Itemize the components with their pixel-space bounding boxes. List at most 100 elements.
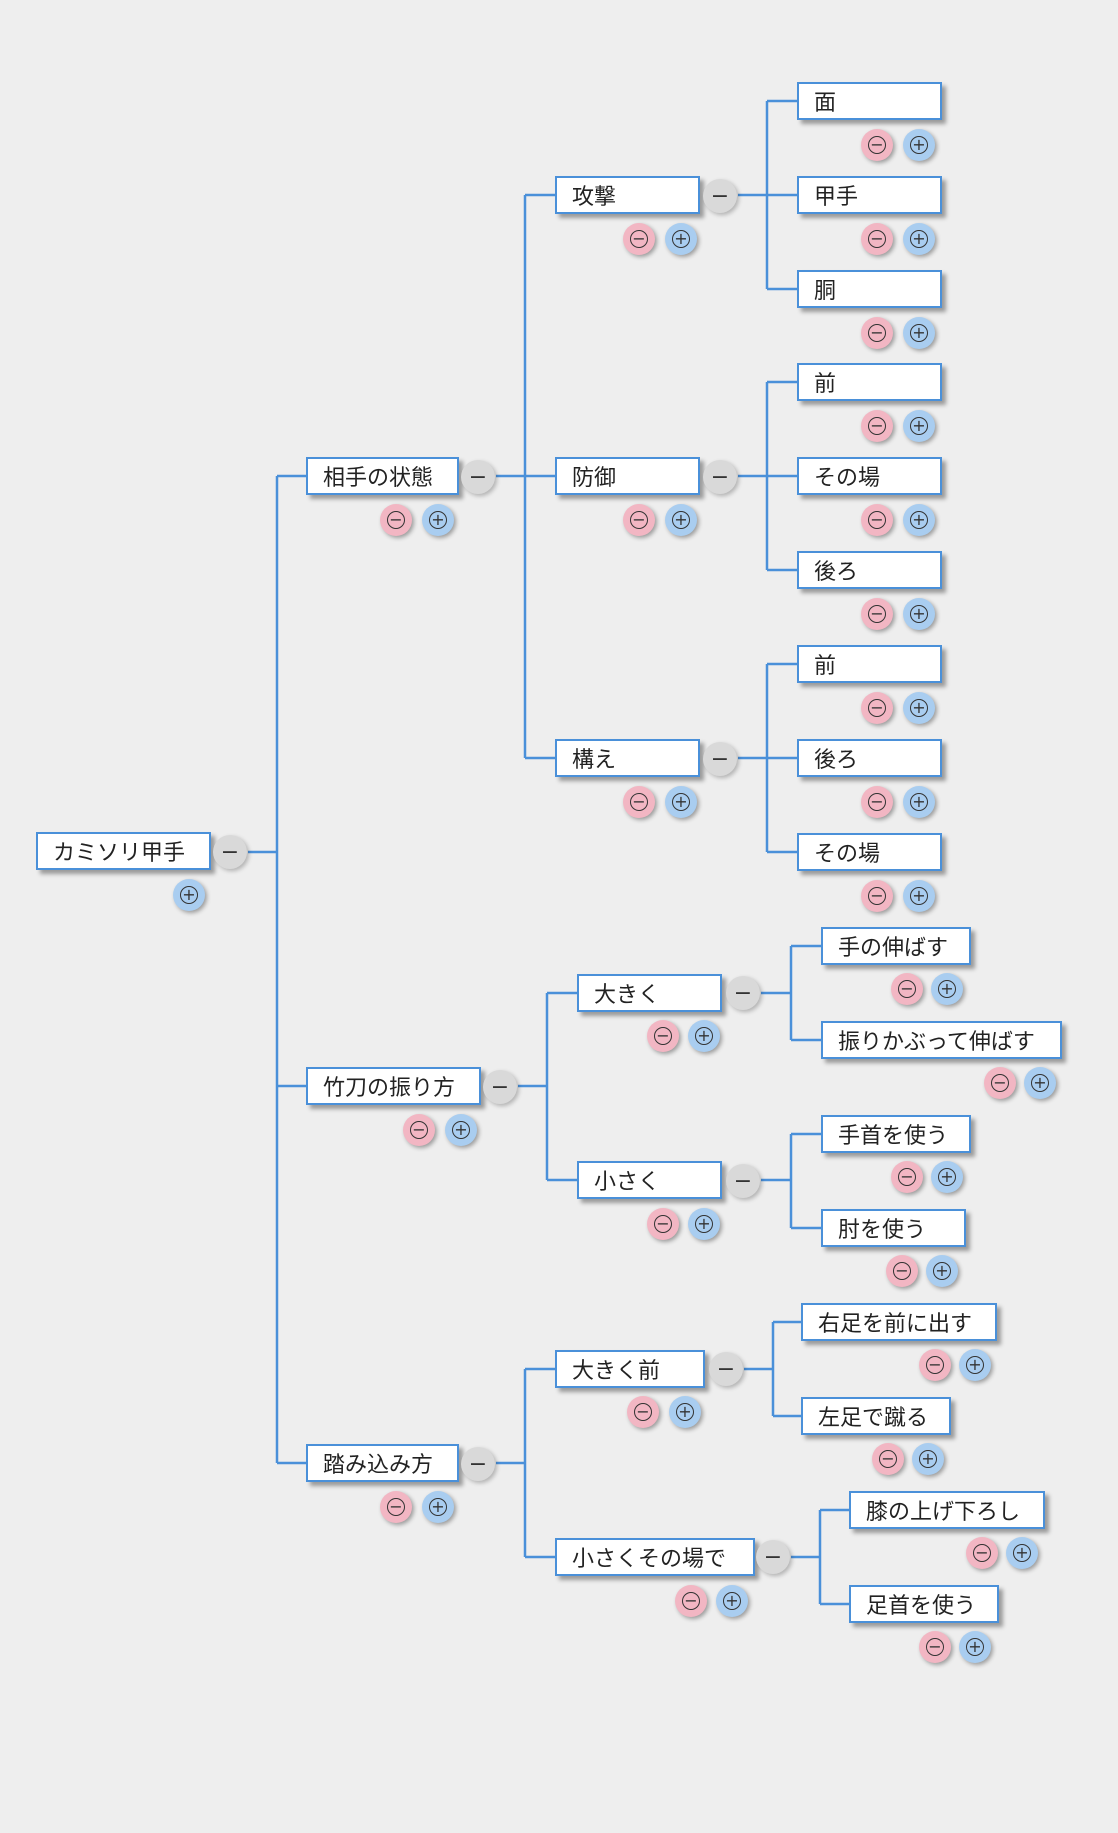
remove-button[interactable]: − bbox=[919, 1631, 951, 1663]
remove-button[interactable]: − bbox=[872, 1443, 904, 1475]
add-child-button[interactable]: + bbox=[688, 1020, 720, 1052]
remove-button[interactable]: − bbox=[861, 410, 893, 442]
remove-button[interactable]: − bbox=[623, 504, 655, 536]
remove-button[interactable]: − bbox=[919, 1349, 951, 1381]
node-ashikubi-wo-tsukau[interactable]: 足首を使う bbox=[849, 1585, 999, 1623]
add-child-button[interactable]: + bbox=[688, 1208, 720, 1240]
add-child-button[interactable]: + bbox=[716, 1585, 748, 1617]
collapse-button[interactable]: − bbox=[703, 179, 737, 213]
node-kamae-sonoba[interactable]: その場 bbox=[797, 833, 942, 871]
add-child-button[interactable]: + bbox=[903, 129, 935, 161]
add-child-button[interactable]: + bbox=[665, 504, 697, 536]
collapse-button[interactable]: − bbox=[703, 460, 737, 494]
remove-button[interactable]: − bbox=[861, 223, 893, 255]
add-child-button[interactable]: + bbox=[903, 880, 935, 912]
node-fumikomi-kata[interactable]: 踏み込み方 bbox=[306, 1444, 459, 1482]
add-child-button[interactable]: + bbox=[903, 598, 935, 630]
node-furikabutte-nobasu[interactable]: 振りかぶって伸ばす bbox=[821, 1021, 1062, 1059]
add-child-button[interactable]: + bbox=[669, 1396, 701, 1428]
add-child-button[interactable]: + bbox=[665, 223, 697, 255]
remove-button[interactable]: − bbox=[647, 1208, 679, 1240]
node-ookiku-mae[interactable]: 大きく前 bbox=[555, 1350, 705, 1388]
node-hiji-wo-tsukau[interactable]: 肘を使う bbox=[821, 1209, 966, 1247]
add-child-button[interactable]: + bbox=[903, 504, 935, 536]
collapse-button[interactable]: − bbox=[461, 460, 495, 494]
add-child-button[interactable]: + bbox=[959, 1349, 991, 1381]
node-dou[interactable]: 胴 bbox=[797, 270, 942, 308]
remove-button[interactable]: − bbox=[623, 223, 655, 255]
remove-button[interactable]: − bbox=[984, 1067, 1016, 1099]
node-bougyo-ushiro[interactable]: 後ろ bbox=[797, 551, 942, 589]
node-root[interactable]: カミソリ甲手 bbox=[36, 832, 211, 870]
collapse-button[interactable]: − bbox=[726, 1164, 760, 1198]
remove-button[interactable]: − bbox=[886, 1255, 918, 1287]
add-child-button[interactable]: + bbox=[1024, 1067, 1056, 1099]
node-ookiku[interactable]: 大きく bbox=[577, 974, 722, 1012]
remove-button[interactable]: − bbox=[861, 598, 893, 630]
circle-plus-icon: + bbox=[676, 1403, 694, 1421]
remove-button[interactable]: − bbox=[623, 786, 655, 818]
add-child-button[interactable]: + bbox=[445, 1114, 477, 1146]
add-child-button[interactable]: + bbox=[903, 692, 935, 724]
node-chiisaku-sonoba-de[interactable]: 小さくその場で bbox=[555, 1538, 755, 1576]
remove-button[interactable]: − bbox=[380, 504, 412, 536]
remove-button[interactable]: − bbox=[861, 504, 893, 536]
remove-button[interactable]: − bbox=[966, 1537, 998, 1569]
collapse-button[interactable]: − bbox=[703, 742, 737, 776]
remove-button[interactable]: − bbox=[861, 880, 893, 912]
node-bougyo[interactable]: 防御 bbox=[555, 457, 700, 495]
add-child-button[interactable]: + bbox=[903, 317, 935, 349]
node-bougyo-sonoba[interactable]: その場 bbox=[797, 457, 942, 495]
node-migiashi-wo-mae-ni-dasu[interactable]: 右足を前に出す bbox=[801, 1303, 997, 1341]
node-te-no-nobasu[interactable]: 手の伸ばす bbox=[821, 927, 971, 965]
remove-button[interactable]: − bbox=[891, 1161, 923, 1193]
add-child-button[interactable]: + bbox=[665, 786, 697, 818]
circle-minus-icon: − bbox=[868, 324, 886, 342]
add-child-button[interactable]: + bbox=[1006, 1537, 1038, 1569]
node-men[interactable]: 面 bbox=[797, 82, 942, 120]
node-aite-no-joutai[interactable]: 相手の状態 bbox=[306, 457, 459, 495]
node-kamae-mae[interactable]: 前 bbox=[797, 645, 942, 683]
node-chiisaku[interactable]: 小さく bbox=[577, 1161, 722, 1199]
remove-button[interactable]: − bbox=[403, 1114, 435, 1146]
collapse-button[interactable]: − bbox=[461, 1447, 495, 1481]
collapse-button[interactable]: − bbox=[213, 835, 247, 869]
remove-button[interactable]: − bbox=[675, 1585, 707, 1617]
add-child-button[interactable]: + bbox=[959, 1631, 991, 1663]
collapse-button[interactable]: − bbox=[726, 976, 760, 1010]
remove-button[interactable]: − bbox=[380, 1491, 412, 1523]
add-child-button[interactable]: + bbox=[173, 879, 205, 911]
remove-button[interactable]: − bbox=[861, 692, 893, 724]
remove-button[interactable]: − bbox=[891, 973, 923, 1005]
collapse-button[interactable]: − bbox=[483, 1070, 517, 1104]
add-child-button[interactable]: + bbox=[903, 223, 935, 255]
add-child-button[interactable]: + bbox=[926, 1255, 958, 1287]
add-child-button[interactable]: + bbox=[903, 786, 935, 818]
remove-button[interactable]: − bbox=[647, 1020, 679, 1052]
circle-plus-icon: + bbox=[966, 1638, 984, 1656]
remove-button[interactable]: − bbox=[861, 129, 893, 161]
add-child-button[interactable]: + bbox=[422, 504, 454, 536]
add-child-button[interactable]: + bbox=[903, 410, 935, 442]
minus-icon: − bbox=[763, 1544, 783, 1570]
node-hidariashi-de-keru[interactable]: 左足で蹴る bbox=[801, 1397, 951, 1435]
node-kote[interactable]: 甲手 bbox=[797, 176, 942, 214]
add-child-button[interactable]: + bbox=[931, 1161, 963, 1193]
collapse-button[interactable]: − bbox=[709, 1352, 743, 1386]
collapse-button[interactable]: − bbox=[756, 1540, 790, 1574]
add-child-button[interactable]: + bbox=[912, 1443, 944, 1475]
node-bougyo-mae[interactable]: 前 bbox=[797, 363, 942, 401]
node-kougeki[interactable]: 攻撃 bbox=[555, 176, 700, 214]
node-shinai-no-furikata[interactable]: 竹刀の振り方 bbox=[306, 1067, 481, 1105]
add-child-button[interactable]: + bbox=[931, 973, 963, 1005]
circle-minus-icon: − bbox=[410, 1121, 428, 1139]
remove-button[interactable]: − bbox=[627, 1396, 659, 1428]
remove-button[interactable]: − bbox=[861, 317, 893, 349]
add-child-button[interactable]: + bbox=[422, 1491, 454, 1523]
node-hiza-no-ageoroshi[interactable]: 膝の上げ下ろし bbox=[849, 1491, 1045, 1529]
node-kamae-ushiro[interactable]: 後ろ bbox=[797, 739, 942, 777]
minus-icon: − bbox=[710, 183, 730, 209]
remove-button[interactable]: − bbox=[861, 786, 893, 818]
node-kamae[interactable]: 構え bbox=[555, 739, 700, 777]
node-tekubi-wo-tsukau[interactable]: 手首を使う bbox=[821, 1115, 971, 1153]
